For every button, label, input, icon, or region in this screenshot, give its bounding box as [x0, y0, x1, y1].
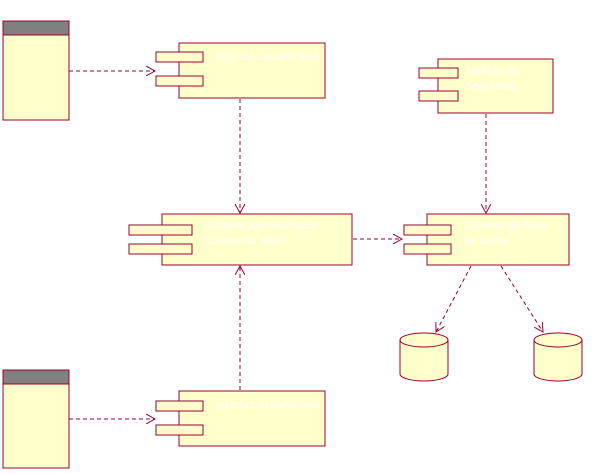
- component-interfaz-usuario-web-top: Interfaz Usuario Web: [155, 42, 326, 99]
- component-label-line-2: Contenido Web: [205, 236, 281, 247]
- dependency-db-system-to-db1: [436, 265, 472, 332]
- component-label-line-2: de Datos: [464, 236, 509, 247]
- node-header-bar: [2, 369, 70, 385]
- component-port: [155, 424, 204, 436]
- database-cylinder-right: [533, 332, 583, 382]
- component-port: [403, 243, 452, 255]
- dependency-db-system-to-db2: [500, 265, 543, 332]
- component-interfaz-usuario-web-bottom: Interfaz Usuario Web: [155, 390, 326, 447]
- component-sistema-base-datos: Sistema de Base de Datos: [403, 213, 570, 266]
- node-header-bar: [2, 20, 70, 36]
- deployment-node-top: [2, 20, 70, 121]
- component-port: [403, 224, 452, 236]
- component-label-line-1: Módulo de: [466, 65, 518, 77]
- component-label: Interfaz Usuario Web: [216, 400, 321, 411]
- component-label: Interfaz Usuario Web: [216, 52, 321, 63]
- component-modulo-seguridad: Módulo de Seguridad: [418, 58, 554, 114]
- component-label-line-1: Sistema Administrador: [205, 221, 320, 232]
- component-port: [418, 90, 459, 102]
- component-port: [418, 67, 459, 79]
- component-port: [128, 243, 193, 255]
- component-port: [155, 400, 204, 412]
- component-label-line-1: Sistema de Base: [464, 221, 548, 232]
- component-port: [155, 51, 204, 63]
- deployment-node-bottom: [2, 369, 70, 469]
- component-port: [155, 75, 204, 87]
- dependency-connectors: [69, 71, 543, 419]
- component-label-line-2: Seguridad: [466, 81, 517, 92]
- component-sistema-administrador: Sistema Administrador Contenido Web: [128, 213, 353, 266]
- database-cylinder-left: [399, 332, 449, 382]
- component-port: [128, 224, 193, 236]
